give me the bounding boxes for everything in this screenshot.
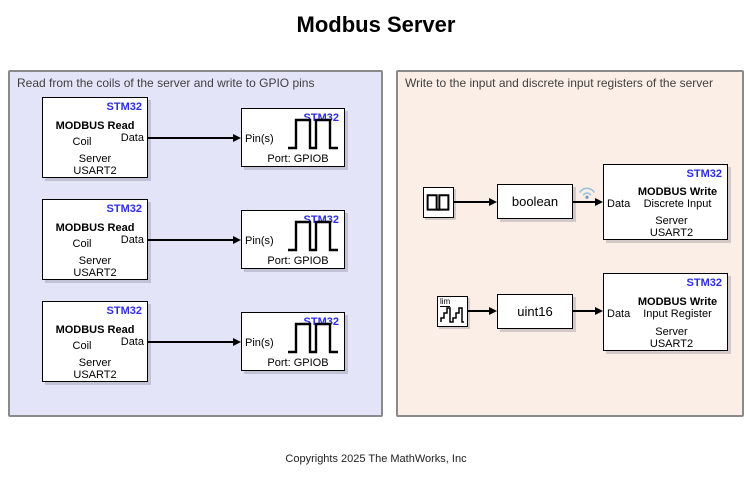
gpio-port-caption: Port: GPIOB — [267, 357, 329, 369]
block-subtitle: Input Register — [643, 308, 712, 320]
block-line4: USART2 — [73, 165, 117, 177]
modbus-write-input-register-block[interactable]: STM32 MODBUS Write Input Register Data S… — [603, 273, 728, 351]
stair-wave-icon — [440, 307, 464, 323]
stm32-tag: STM32 — [106, 305, 142, 317]
pulse-source-block[interactable] — [423, 187, 454, 218]
annotation-area-write-registers[interactable]: Write to the input and discrete input re… — [396, 70, 744, 417]
signal-wire[interactable] — [148, 341, 234, 343]
signal-wire[interactable] — [573, 201, 596, 203]
block-title: MODBUS Read — [55, 324, 135, 336]
signal-wire[interactable] — [148, 137, 234, 139]
signal-wire[interactable] — [468, 310, 490, 312]
modbus-read-block-2[interactable]: STM32 MODBUS Read Coil Data Server USART… — [42, 199, 148, 280]
data-input-port[interactable]: Data — [607, 198, 631, 210]
counter-limited-source-block[interactable]: lim — [437, 296, 468, 327]
data-output-port[interactable]: Data — [120, 132, 144, 144]
model-title: Modbus Server — [296, 12, 456, 37]
signal-wire[interactable] — [454, 201, 490, 203]
square-wave-icon — [426, 194, 450, 211]
block-line4: USART2 — [73, 267, 117, 279]
block-title: MODBUS Read — [55, 222, 135, 234]
block-line4: USART2 — [73, 369, 117, 381]
signal-wire[interactable] — [573, 310, 596, 312]
wire-arrowhead-icon — [233, 133, 241, 142]
wire-arrowhead-icon — [595, 197, 603, 206]
uint16-convert-block[interactable]: uint16 — [497, 294, 573, 329]
data-output-port[interactable]: Data — [120, 336, 144, 348]
lim-label: lim — [440, 297, 451, 307]
block-title: MODBUS Write — [637, 186, 718, 198]
annotation-area-label: Write to the input and discrete input re… — [405, 76, 713, 90]
boolean-convert-block[interactable]: boolean — [497, 184, 573, 219]
modbus-read-block-1[interactable]: STM32 MODBUS Read Coil Data Server USART… — [42, 97, 148, 178]
pins-input-port[interactable]: Pin(s) — [245, 133, 274, 145]
block-line3: Server — [78, 255, 112, 267]
stm32-tag: STM32 — [686, 277, 722, 289]
wire-arrowhead-icon — [595, 306, 603, 315]
pins-input-port[interactable]: Pin(s) — [245, 337, 274, 349]
convert-label: boolean — [511, 194, 559, 209]
wire-arrowhead-icon — [489, 197, 497, 206]
square-wave-icon — [288, 118, 338, 150]
block-subtitle: Discrete Input — [643, 198, 712, 210]
gpio-write-block-1[interactable]: STM32 Pin(s) Port: GPIOB — [241, 108, 345, 167]
gpio-write-block-2[interactable]: STM32 Pin(s) Port: GPIOB — [241, 210, 345, 269]
block-line3: Server — [655, 215, 688, 227]
wireless-logging-icon — [579, 187, 595, 199]
gpio-port-caption: Port: GPIOB — [267, 153, 329, 165]
block-line3: Server — [655, 326, 688, 338]
block-line4: USART2 — [649, 338, 694, 350]
wire-arrowhead-icon — [233, 337, 241, 346]
modbus-write-discrete-input-block[interactable]: STM32 MODBUS Write Discrete Input Data S… — [603, 164, 728, 240]
block-title: MODBUS Read — [55, 120, 135, 132]
block-subtitle: Coil — [72, 238, 92, 250]
gpio-write-block-3[interactable]: STM32 Pin(s) Port: GPIOB — [241, 312, 345, 371]
square-wave-icon — [288, 322, 338, 354]
stm32-tag: STM32 — [106, 101, 142, 113]
block-line3: Server — [78, 357, 112, 369]
wire-arrowhead-icon — [489, 306, 497, 315]
data-output-port[interactable]: Data — [120, 234, 144, 246]
stm32-tag: STM32 — [106, 203, 142, 215]
gpio-port-caption: Port: GPIOB — [267, 255, 329, 267]
signal-wire[interactable] — [148, 239, 234, 241]
block-subtitle: Coil — [72, 136, 92, 148]
wire-arrowhead-icon — [233, 235, 241, 244]
block-subtitle: Coil — [72, 340, 92, 352]
block-line4: USART2 — [649, 227, 694, 239]
modbus-read-block-3[interactable]: STM32 MODBUS Read Coil Data Server USART… — [42, 301, 148, 382]
block-line3: Server — [78, 153, 112, 165]
data-input-port[interactable]: Data — [607, 308, 631, 320]
block-title: MODBUS Write — [637, 296, 718, 308]
square-wave-icon — [288, 220, 338, 252]
annotation-area-label: Read from the coils of the server and wr… — [17, 76, 315, 90]
convert-label: uint16 — [517, 304, 553, 319]
pins-input-port[interactable]: Pin(s) — [245, 235, 274, 247]
stm32-tag: STM32 — [686, 168, 722, 180]
copyright-annotation: Copyrights 2025 The MathWorks, Inc — [285, 453, 467, 465]
